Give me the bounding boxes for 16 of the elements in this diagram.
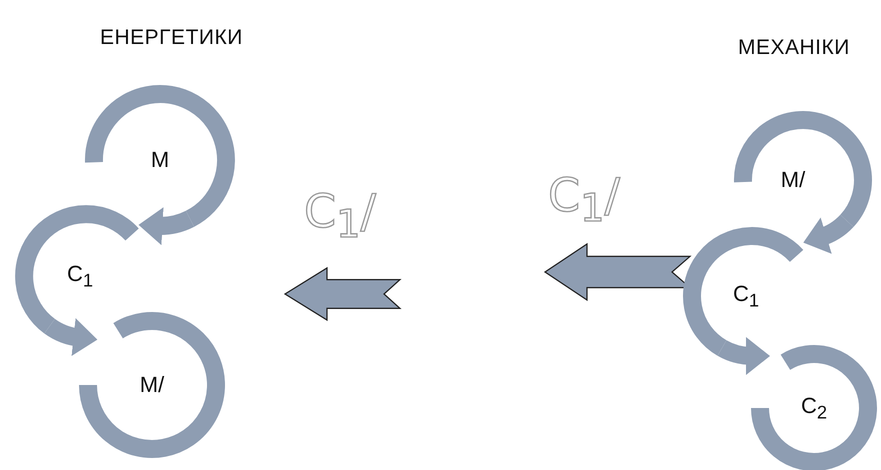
curved-arrow [718, 336, 770, 375]
loop-ring [79, 312, 225, 458]
loop-label: M [150, 147, 170, 173]
outlined-symbol: C$_{1}$/ [304, 184, 376, 248]
loop-label: C$_{1}$ [732, 280, 760, 312]
column-heading: ЕНЕРГЕТИКИ [100, 26, 243, 50]
loop-label: M/ [780, 167, 806, 193]
curved-arrow [804, 214, 854, 254]
loop-label: M/ [140, 372, 164, 398]
loop-label: C$_{2}$ [800, 392, 828, 424]
column-heading: МЕХАНІКИ [738, 36, 850, 60]
curved-arrow [138, 206, 194, 245]
loop-label: C$_{1}$ [66, 260, 94, 292]
loop-ring [751, 345, 877, 470]
curved-arrow [44, 318, 98, 356]
outlined-symbol: C$_{1}$/ [548, 168, 620, 232]
